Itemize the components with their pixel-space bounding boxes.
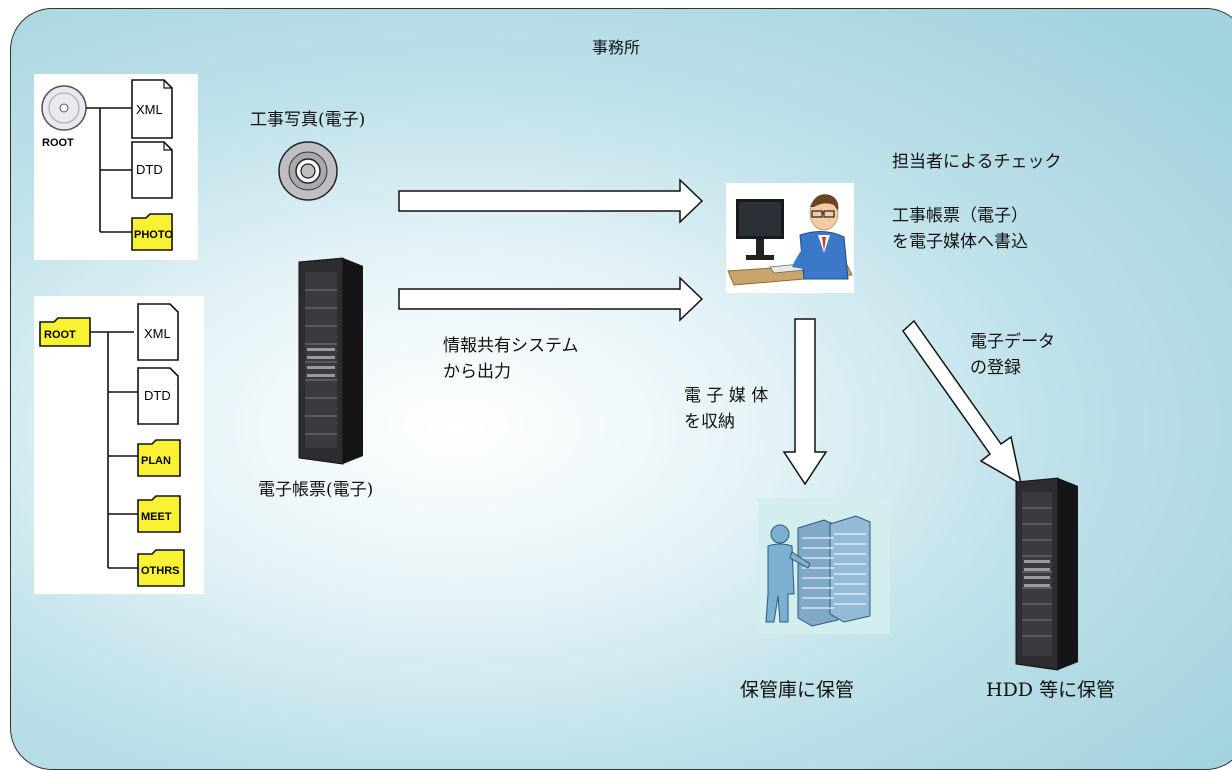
docs-tree-diagram: ROOT XML DTD PLAN MEET OTHRS [39,303,185,587]
arrow-down [782,318,828,486]
tree-othrs-label: OTHRS [141,565,180,577]
storage-operator-icon [765,515,871,627]
othrs-folder-icon [137,549,185,587]
office-label: 事務所 [592,38,641,57]
check-desc-line2: を電子媒体へ書込 [892,232,1028,252]
media-label-line1: 電 子 媒 体 [684,386,769,406]
docs-tree-panel: ROOT XML DTD PLAN MEET OTHRS [34,296,204,594]
storage-label: 保管庫に保管 [740,679,855,701]
cd-icon [278,141,338,201]
tree-root-label: ROOT [44,329,76,341]
photo-folder-icon [131,213,173,251]
storage-operator-panel [758,498,890,634]
tree-root-label: ROOT [42,137,74,149]
arrow-right-bottom [398,276,704,322]
media-label-line2: を収納 [684,412,735,432]
docs-title: 電子帳票(電子) [258,480,374,500]
xml-file-icon [131,79,173,139]
arrow-diagonal [902,319,1023,486]
tree-dtd-label: DTD [136,162,163,177]
tree-meet-label: MEET [141,511,172,523]
plan-folder-icon [137,439,181,477]
check-desc-line1: 工事帳票（電子） [892,206,1028,226]
tree-plan-label: PLAN [141,455,171,467]
tree-xml-label: XML [144,326,171,341]
xml-file-icon [137,303,179,361]
root-folder-icon [39,317,91,347]
cd-root-icon [41,85,87,131]
arrow-right-top [398,178,704,224]
check-title: 担当者によるチェック [892,152,1062,172]
person-at-computer-icon [727,194,853,286]
server-icon [298,257,363,465]
hdd-label: HDD 等に保管 [986,679,1116,701]
tree-dtd-label: DTD [144,388,171,403]
person-at-computer-panel [726,183,854,293]
photo-tree-diagram: ROOT XML DTD PHOTO [41,79,173,251]
flow-label-line1: 情報共有システム [443,336,579,356]
hdd-server-icon [1015,477,1078,671]
data-label-line2: の登録 [970,358,1021,378]
dtd-file-icon [131,141,173,199]
data-label-line1: 電子データ [970,332,1055,352]
flow-label-line2: から出力 [443,362,511,382]
tree-photo-label: PHOTO [134,229,173,241]
photo-title: 工事写真(電子) [250,110,366,130]
tree-xml-label: XML [136,102,163,117]
dtd-file-icon [137,367,179,425]
meet-folder-icon [137,495,181,533]
photo-tree-panel: ROOT XML DTD PHOTO [34,74,198,260]
